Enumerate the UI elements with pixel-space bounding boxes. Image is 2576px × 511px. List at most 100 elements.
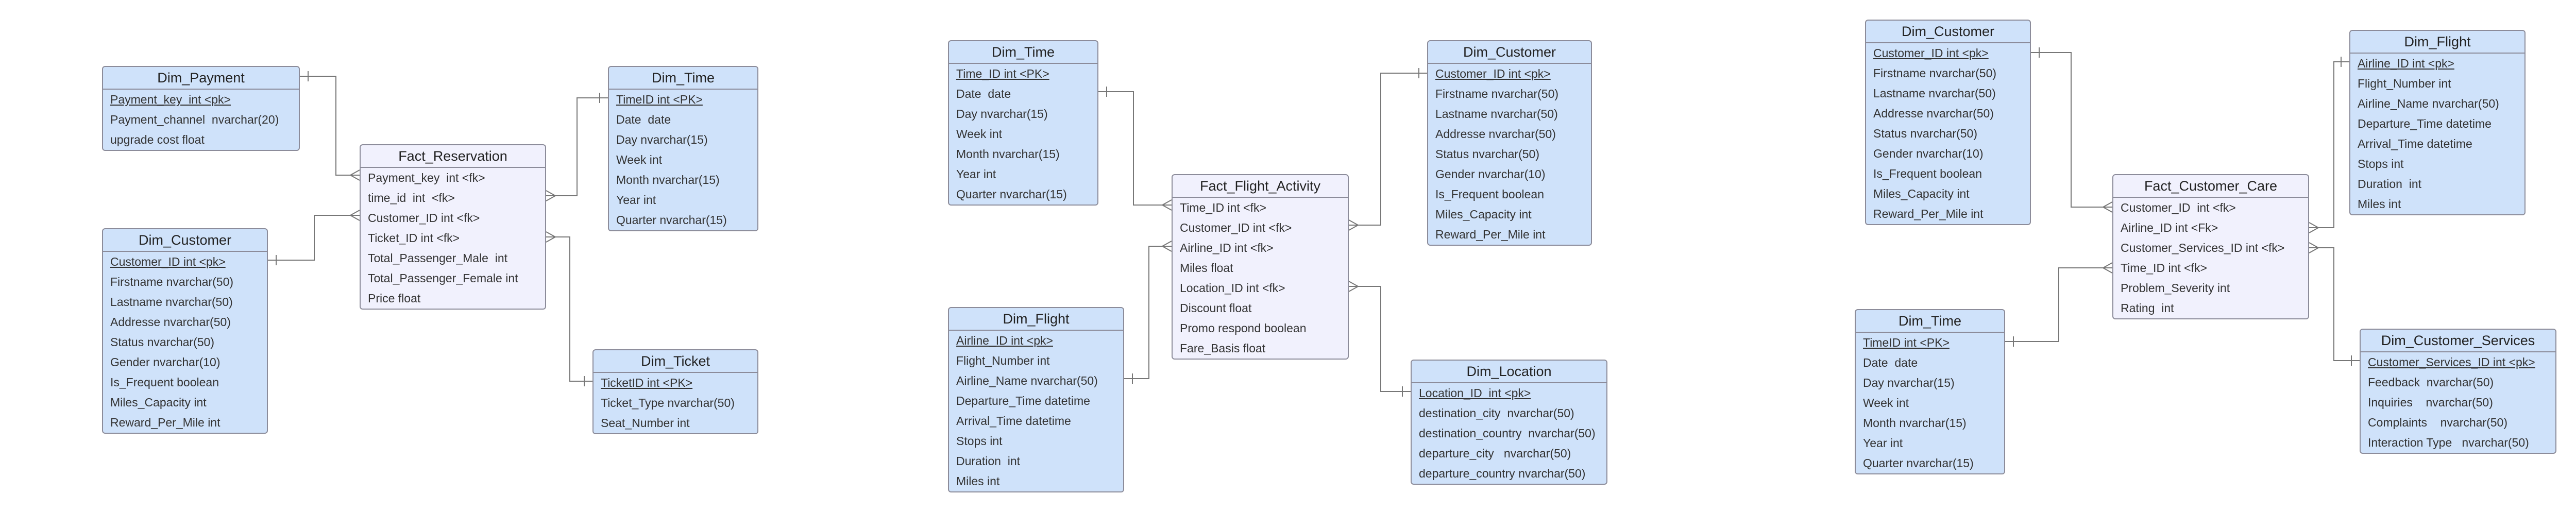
entity-field: Departure_Time datetime (956, 394, 1090, 407)
entity-field: Year int (956, 167, 996, 181)
entity-field: Arrival_Time datetime (2358, 137, 2472, 150)
entity-field-pk: TimeID int <PK> (616, 93, 703, 106)
entity-field: Quarter nvarchar(15) (616, 213, 727, 227)
entity-dim-flight[interactable]: Dim_Flight Airline_ID int <pk> Flight_Nu… (2349, 30, 2526, 215)
entity-field: Stops int (2358, 157, 2404, 171)
entity-field: Interaction Type nvarchar(50) (2368, 436, 2529, 449)
link-services-customercare (2309, 247, 2360, 361)
link-flight-flightactivity (1124, 246, 1172, 379)
link-time-reservation (546, 97, 608, 196)
link-location-flightactivity (1349, 286, 1411, 392)
entity-title: Dim_Time (949, 41, 1097, 64)
entity-field: Lastname nvarchar(50) (1873, 87, 1996, 100)
entity-field: Firstname nvarchar(50) (110, 275, 234, 288)
many-end-marker (2102, 201, 2113, 213)
entity-field: Firstname nvarchar(50) (1873, 66, 1997, 80)
entity-field: Miles int (2358, 197, 2401, 211)
entity-field: Departure_Time datetime (2358, 117, 2492, 130)
entity-field: Date date (616, 113, 671, 126)
entity-field-pk: Payment_key int <pk> (110, 93, 231, 106)
entity-field: Lastname nvarchar(50) (110, 295, 233, 309)
entity-field: Gender nvarchar(10) (1435, 167, 1546, 181)
entity-field: Time_ID int <fk> (1180, 201, 1266, 214)
entity-field: Duration int (956, 454, 1021, 468)
link-time-customercare (2005, 267, 2112, 342)
entity-field-pk: TicketID int <PK> (601, 376, 693, 389)
entity-field: Payment_key int <fk> (368, 171, 485, 184)
entity-field: Gender nvarchar(10) (110, 355, 221, 369)
entity-field: destination_country nvarchar(50) (1419, 427, 1596, 440)
link-payment-reservation (300, 76, 360, 176)
entity-field: Quarter nvarchar(15) (956, 188, 1067, 201)
entity-field: Discount float (1180, 301, 1252, 315)
many-end-marker (546, 231, 557, 243)
link-customer-flightactivity (1349, 73, 1427, 226)
many-end-marker (2309, 242, 2320, 253)
entity-field: Day nvarchar(15) (616, 133, 708, 146)
entity-title: Dim_Customer_Services (2361, 330, 2555, 352)
entity-dim-payment[interactable]: Dim_Payment Payment_key int <pk> Payment… (102, 66, 300, 151)
entity-title: Fact_Customer_Care (2113, 175, 2308, 198)
entity-field: upgrade cost float (110, 133, 205, 146)
entity-title: Dim_Ticket (594, 350, 757, 373)
entity-field: Reward_Per_Mile int (110, 416, 221, 429)
entity-title: Dim_Customer (1428, 41, 1591, 64)
entity-title: Dim_Payment (103, 67, 299, 90)
entity-dim-time[interactable]: Dim_Time TimeID int <PK> Date date Day n… (1855, 309, 2005, 474)
entity-field: Is_Frequent boolean (1873, 167, 1982, 180)
entity-field: Customer_ID int <fk> (1180, 221, 1292, 234)
entity-fact-customer-care[interactable]: Fact_Customer_Care Customer_ID int <fk> … (2112, 174, 2309, 319)
entity-field: Customer_ID int <fk> (368, 211, 480, 225)
many-end-marker (349, 169, 360, 181)
entity-fact-flight-activity[interactable]: Fact_Flight_Activity Time_ID int <fk> Cu… (1172, 174, 1349, 360)
entity-dim-ticket[interactable]: Dim_Ticket TicketID int <PK> Ticket_Type… (592, 349, 758, 434)
entity-dim-time[interactable]: Dim_Time TimeID int <PK> Date date Day n… (608, 66, 758, 231)
entity-dim-customer[interactable]: Dim_Customer Customer_ID int <pk> Firstn… (1865, 20, 2031, 225)
entity-field-pk: Customer_ID int <pk> (110, 255, 226, 268)
entity-field-pk: Time_ID int <PK> (956, 67, 1049, 80)
entity-field: Miles int (956, 474, 1000, 488)
entity-field: Location_ID int <fk> (1180, 281, 1285, 295)
entity-field: Year int (1863, 436, 1903, 450)
entity-dim-customer[interactable]: Dim_Customer Customer_ID int <pk> Firstn… (102, 228, 268, 434)
entity-field: Status nvarchar(50) (110, 335, 214, 349)
entity-field: Complaints nvarchar(50) (2368, 416, 2507, 429)
entity-field: Total_Passenger_Male int (368, 251, 508, 265)
entity-field: Customer_Services_ID int <fk> (2121, 241, 2285, 254)
entity-title: Dim_Flight (2350, 31, 2524, 54)
entity-field: Customer_ID int <fk> (2121, 201, 2236, 214)
many-end-marker (546, 190, 557, 201)
entity-field: Is_Frequent boolean (110, 376, 219, 389)
entity-field: Week int (1863, 396, 1909, 410)
entity-field: Day nvarchar(15) (1863, 376, 1955, 389)
many-end-marker (1161, 241, 1172, 252)
entity-dim-flight[interactable]: Dim_Flight Airline_ID int <pk> Flight_Nu… (948, 307, 1124, 492)
entity-field: departure_country nvarchar(50) (1419, 467, 1586, 480)
entity-field: Total_Passenger_Female int (368, 271, 518, 285)
entity-field: Reward_Per_Mile int (1873, 207, 1984, 220)
entity-field: Year int (616, 193, 656, 207)
link-ticket-reservation (546, 236, 592, 382)
entity-field: Duration int (2358, 177, 2422, 191)
link-customer-customercare (2031, 52, 2112, 208)
entity-field-pk: TimeID int <PK> (1863, 336, 1950, 349)
entity-field: Is_Frequent boolean (1435, 188, 1544, 201)
entity-field: Promo respond boolean (1180, 321, 1307, 335)
entity-field: Quarter nvarchar(15) (1863, 456, 1974, 470)
entity-field: Miles_Capacity int (1435, 208, 1532, 221)
entity-field: Miles float (1180, 261, 1233, 275)
entity-field: Week int (956, 127, 1003, 141)
link-flight-customercare (2309, 61, 2349, 228)
entity-field: Month nvarchar(15) (616, 173, 720, 186)
entity-dim-customer[interactable]: Dim_Customer Customer_ID int <pk> Firstn… (1427, 40, 1592, 246)
entity-field: Fare_Basis float (1180, 342, 1266, 355)
entity-field: Week int (616, 153, 663, 166)
entity-dim-location[interactable]: Dim_Location Location_ID int <pk> destin… (1411, 360, 1607, 485)
entity-dim-customer-services[interactable]: Dim_Customer_Services Customer_Services_… (2360, 329, 2556, 454)
entity-title: Dim_Time (609, 67, 757, 90)
entity-fact-reservation[interactable]: Fact_Reservation Payment_key int <fk> ti… (360, 144, 546, 310)
many-end-marker (2309, 222, 2320, 233)
entity-field: Firstname nvarchar(50) (1435, 87, 1559, 100)
entity-field: Miles_Capacity int (110, 396, 207, 409)
entity-dim-time[interactable]: Dim_Time Time_ID int <PK> Date date Day … (948, 40, 1098, 206)
